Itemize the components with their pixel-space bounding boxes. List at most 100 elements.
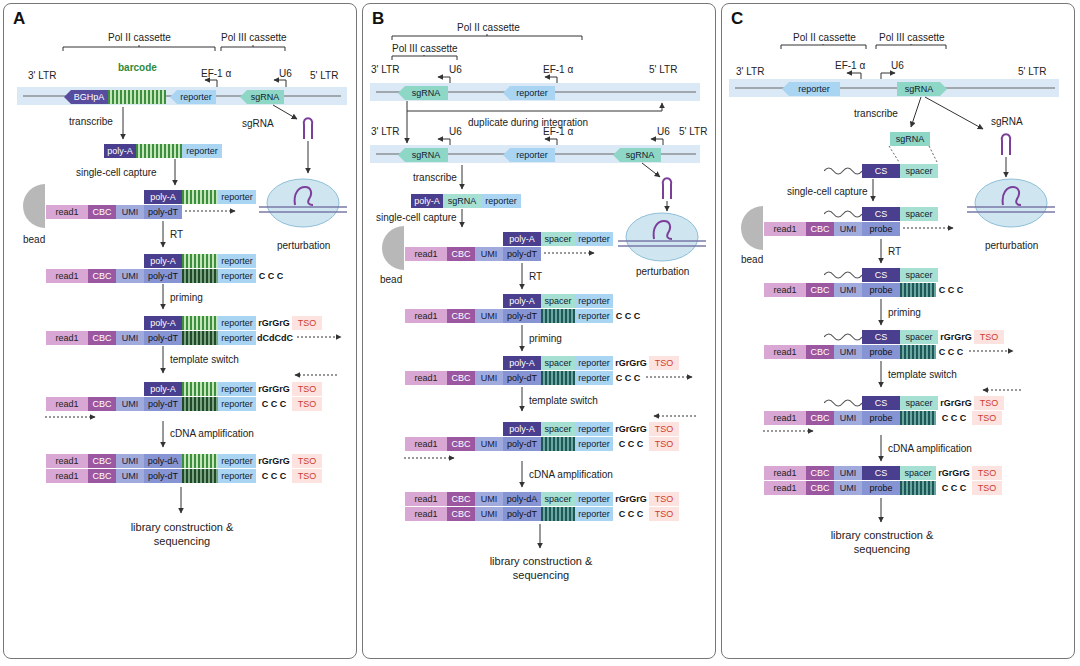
- sequence-block: sgRNA: [890, 132, 930, 146]
- step-arrow: [163, 346, 164, 373]
- sequence-block: read1: [46, 269, 88, 283]
- sequence-block: read1: [46, 205, 88, 219]
- block-text: UMI: [122, 471, 139, 481]
- sequence-block: read1: [764, 283, 806, 297]
- block-text: read1: [55, 471, 78, 481]
- extension-arrow: [903, 228, 953, 229]
- sequence-block: CBC: [88, 331, 116, 345]
- block-text: reporter: [221, 456, 253, 466]
- block-text: reporter: [221, 384, 253, 394]
- block-text: poly-A: [509, 424, 535, 434]
- block-text: reporter: [221, 471, 253, 481]
- sequence-block: reporter: [575, 507, 613, 521]
- block-text: CS: [875, 209, 888, 219]
- end-label: C C C: [256, 397, 292, 411]
- guide-line: [889, 146, 937, 162]
- block-text: poly-dA: [148, 456, 179, 466]
- sequence-block: sgRNA: [613, 148, 661, 162]
- sequence-block: reporter: [218, 190, 256, 204]
- element-label: U6: [891, 60, 904, 72]
- bracket: [392, 34, 582, 40]
- block-text: read1: [773, 468, 796, 478]
- block-text: CBC: [810, 285, 829, 295]
- sequence-block: reporter: [575, 294, 613, 308]
- sequence-block: CBC: [806, 283, 834, 297]
- block-text: sgRNA: [251, 92, 280, 102]
- sequence-block: spacer: [900, 268, 938, 282]
- barcode: [900, 411, 936, 425]
- step-label: library construction & sequencing: [471, 554, 611, 582]
- block-text: reporter: [221, 399, 253, 409]
- end-label: C C C: [613, 507, 649, 521]
- step-label: template switch: [888, 369, 957, 381]
- block-text: reporter: [578, 439, 610, 449]
- block-text: poly-A: [107, 146, 133, 156]
- end-label: rGrGrG: [256, 316, 292, 330]
- block-text: TSO: [980, 398, 999, 408]
- extension-arrow: [646, 377, 692, 378]
- sequence-block: reporter: [218, 254, 256, 268]
- promoter-arrow: [847, 73, 861, 79]
- step-label: RT: [170, 229, 183, 241]
- step-arrow: [522, 325, 523, 351]
- block-text: CBC: [451, 373, 470, 383]
- panel: APol II cassettePol III cassette3' LTRba…: [3, 3, 357, 659]
- step-arrow: [163, 221, 164, 247]
- sequence-block: UMI: [475, 437, 503, 451]
- block-text: reporter: [221, 256, 253, 266]
- sequence-block: reporter: [218, 331, 256, 345]
- element-label: 5' LTR: [310, 70, 338, 82]
- sequence-block: UMI: [116, 205, 144, 219]
- sequence-block: reporter: [575, 437, 613, 451]
- block-text: sgRNA: [896, 134, 925, 144]
- step-arrow: [181, 487, 182, 513]
- block-text: probe: [869, 224, 892, 234]
- sequence-block: CBC: [447, 247, 475, 261]
- step-arrow: [273, 105, 297, 119]
- block-text: reporter: [798, 84, 830, 94]
- block-text: reporter: [578, 311, 610, 321]
- step-arrow: [308, 141, 309, 173]
- block-text: poly-A: [509, 296, 535, 306]
- block-text: reporter: [578, 234, 610, 244]
- sequence-block: CBC: [447, 492, 475, 506]
- sequence-block: spacer: [541, 232, 575, 246]
- sequence-block: UMI: [834, 283, 862, 297]
- sequence-block: reporter: [503, 148, 555, 162]
- barcode: [900, 481, 936, 495]
- block-text: CS: [875, 166, 888, 176]
- barcode: [541, 507, 575, 521]
- sequence-block: CS: [862, 207, 900, 221]
- element-label: 5' LTR: [679, 126, 707, 138]
- step-arrow: [881, 239, 882, 263]
- block-text: CS: [875, 270, 888, 280]
- sequence-block: CBC: [806, 411, 834, 425]
- sequence-block: TSO: [649, 356, 679, 370]
- block-text: poly-dT: [507, 439, 537, 449]
- sequence-block: UMI: [116, 397, 144, 411]
- block-text: spacer: [905, 332, 932, 342]
- block-text: sgRNA: [626, 150, 655, 160]
- element-label: Pol III cassette: [879, 32, 945, 44]
- sequence-block: UMI: [834, 481, 862, 495]
- sequence-block: reporter: [170, 90, 216, 104]
- end-label: C C C: [613, 437, 649, 451]
- block-text: CBC: [92, 271, 111, 281]
- barcode: [182, 269, 218, 283]
- block-text: poly-dT: [148, 333, 178, 343]
- end-label: rGrGrG: [938, 330, 974, 344]
- linker-wave: [824, 330, 862, 344]
- sequence-block: reporter: [218, 469, 256, 483]
- panel-letter: B: [372, 9, 384, 29]
- element-label: EF-1 α: [201, 68, 231, 80]
- block-text: probe: [869, 413, 892, 423]
- block-text: reporter: [516, 150, 548, 160]
- panel-letter: C: [731, 9, 743, 29]
- step-arrow: [163, 284, 164, 309]
- sequence-block: CS: [862, 268, 900, 282]
- block-text: CBC: [451, 439, 470, 449]
- barcode: [182, 382, 218, 396]
- block-text: poly-A: [509, 358, 535, 368]
- step-arrow: [881, 435, 882, 461]
- sequence-block: spacer: [900, 466, 936, 480]
